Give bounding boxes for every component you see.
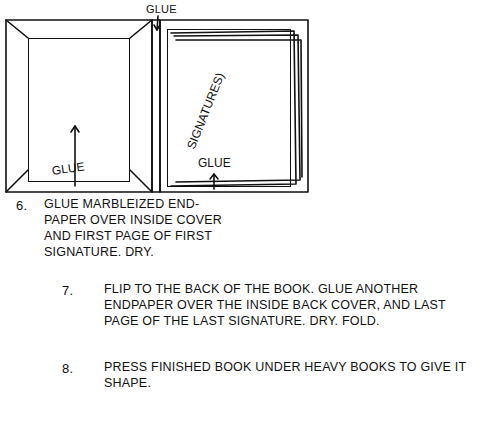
step-number: 6. (16, 198, 27, 214)
step-text: PRESS FINISHED BOOK UNDER HEAVY BOOKS TO… (104, 359, 474, 391)
step-number: 8. (62, 361, 73, 377)
step-text: GLUE MARBLEIZED END- PAPER OVER INSIDE C… (44, 196, 234, 260)
endpaper-panel: GLUE (28, 38, 130, 182)
signature-page: SIGNATURES) GLUE (167, 29, 291, 187)
signatures-note: GLUE (51, 159, 85, 177)
glue-label: GLUE (146, 1, 177, 17)
signatures-note: SIGNATURES) (184, 71, 227, 151)
glue-note: GLUE (198, 156, 231, 170)
step-text: FLIP TO THE BACK OF THE BOOK. GLUE ANOTH… (104, 281, 474, 329)
step-number: 7. (62, 283, 73, 299)
